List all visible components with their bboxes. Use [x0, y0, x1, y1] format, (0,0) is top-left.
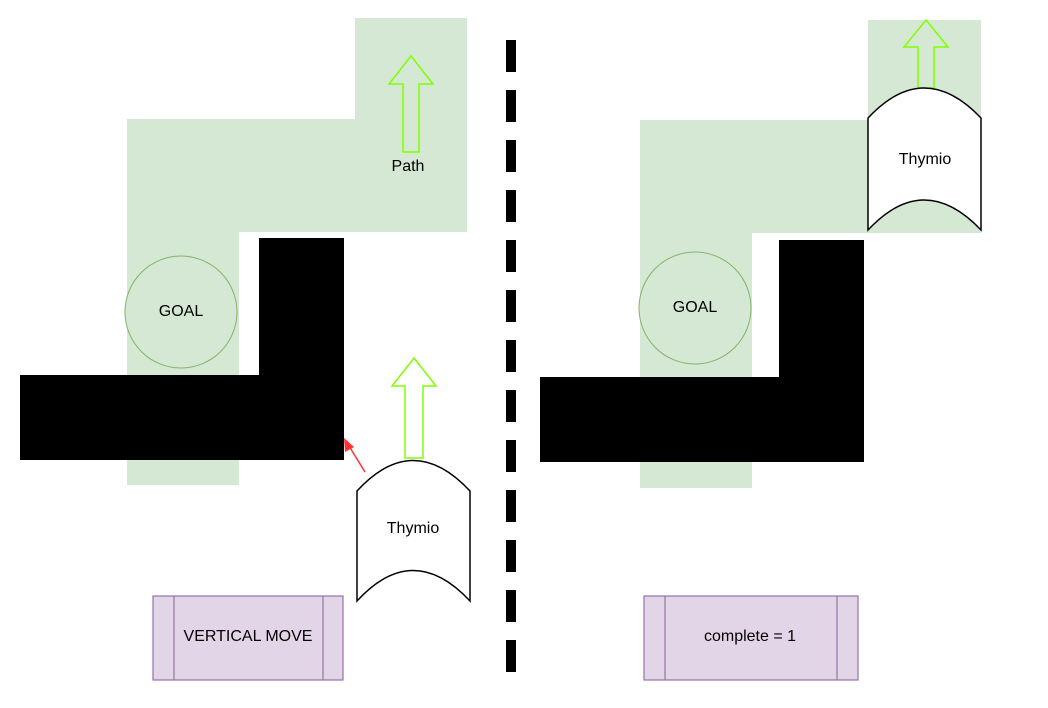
right-robot-label: Thymio — [899, 151, 952, 168]
left-panel: GOAL Path Thymio VERTICAL MOVE — [20, 18, 471, 681]
left-robot-arrow-icon — [390, 356, 438, 459]
right-goal-label: GOAL — [673, 299, 718, 316]
right-state-label: complete = 1 — [704, 628, 796, 645]
left-path-label: Path — [392, 158, 425, 175]
left-obstacle — [20, 238, 344, 460]
right-obstacle — [540, 240, 864, 462]
right-goal-circle — [638, 251, 752, 365]
right-robot-arrow-icon — [902, 18, 950, 89]
left-path-region — [127, 18, 467, 485]
left-state-label: VERTICAL MOVE — [184, 628, 313, 645]
left-sensor-line — [348, 445, 366, 473]
left-path-arrow-icon — [387, 54, 435, 153]
right-panel: GOAL Thymio complete = 1 — [540, 18, 982, 681]
right-state-box — [643, 595, 859, 681]
left-state-box — [152, 595, 344, 681]
left-robot-thymio — [356, 459, 471, 603]
left-sensor-arrowhead-icon — [344, 438, 354, 452]
left-robot-label: Thymio — [387, 520, 440, 537]
left-goal-label: GOAL — [159, 303, 204, 320]
right-robot-thymio — [867, 87, 982, 232]
left-goal-circle — [124, 255, 238, 369]
